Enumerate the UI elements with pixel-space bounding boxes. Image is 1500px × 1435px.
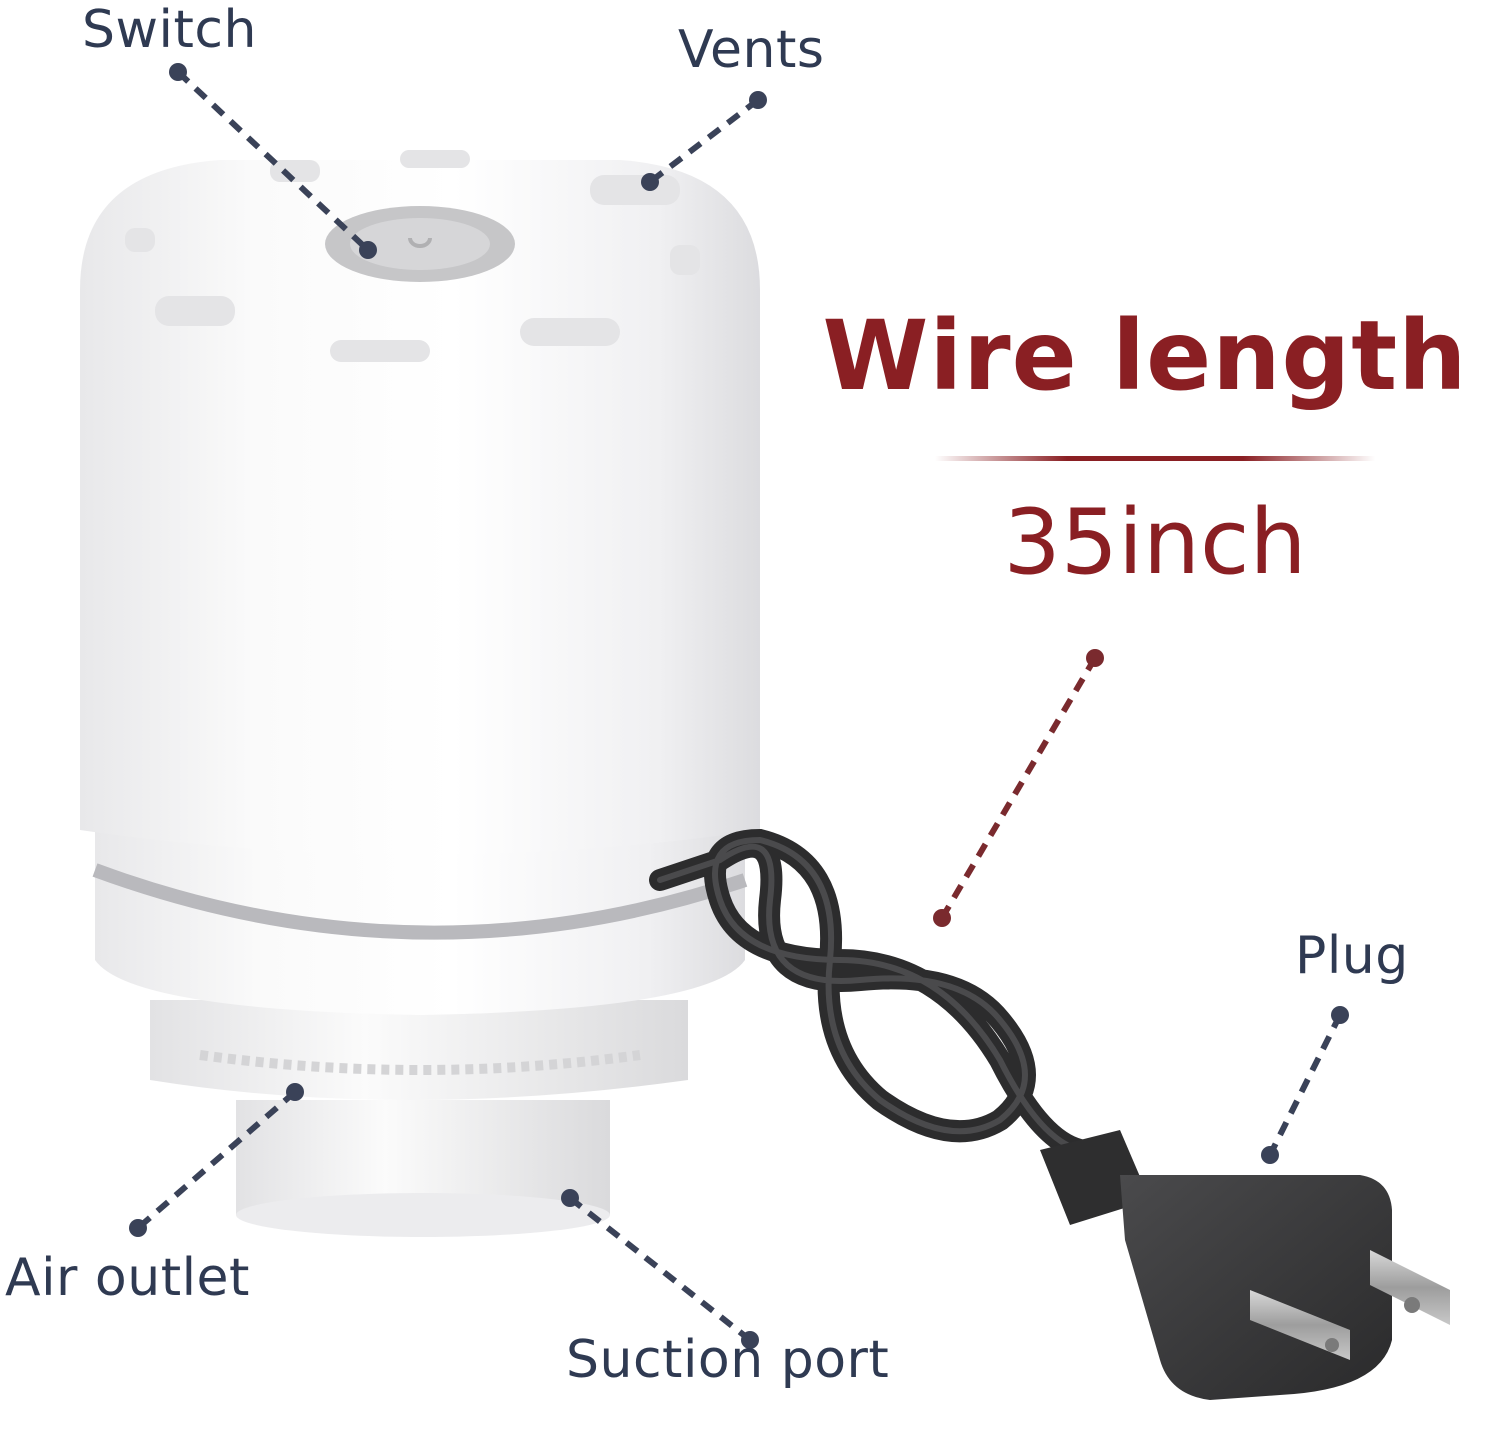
plug-callout-line xyxy=(1267,1013,1343,1157)
switch-callout-line xyxy=(175,69,371,253)
body-band xyxy=(92,830,748,1015)
wire-length-title: Wire length xyxy=(822,300,1468,412)
callout-dots xyxy=(129,63,1349,1349)
air-outlet-shape xyxy=(150,1000,688,1100)
vents-label: Vents xyxy=(678,20,825,80)
suction-callout-line xyxy=(568,1195,752,1343)
plug-shape xyxy=(1040,1130,1450,1400)
air-outlet-callout-line xyxy=(136,1089,297,1231)
wire-callout-line xyxy=(939,656,1098,920)
switch-label: Switch xyxy=(82,0,257,60)
suction-port-shape xyxy=(236,1100,610,1237)
title-divider xyxy=(935,456,1375,461)
suction-port-label: Suction port xyxy=(566,1330,890,1390)
plug-label: Plug xyxy=(1295,926,1409,986)
power-cable xyxy=(649,828,1091,1161)
callout-lines xyxy=(136,69,1343,1343)
wire-length-value: 35inch xyxy=(1003,490,1307,595)
pump-body xyxy=(80,150,760,855)
air-outlet-label: Air outlet xyxy=(5,1248,250,1308)
